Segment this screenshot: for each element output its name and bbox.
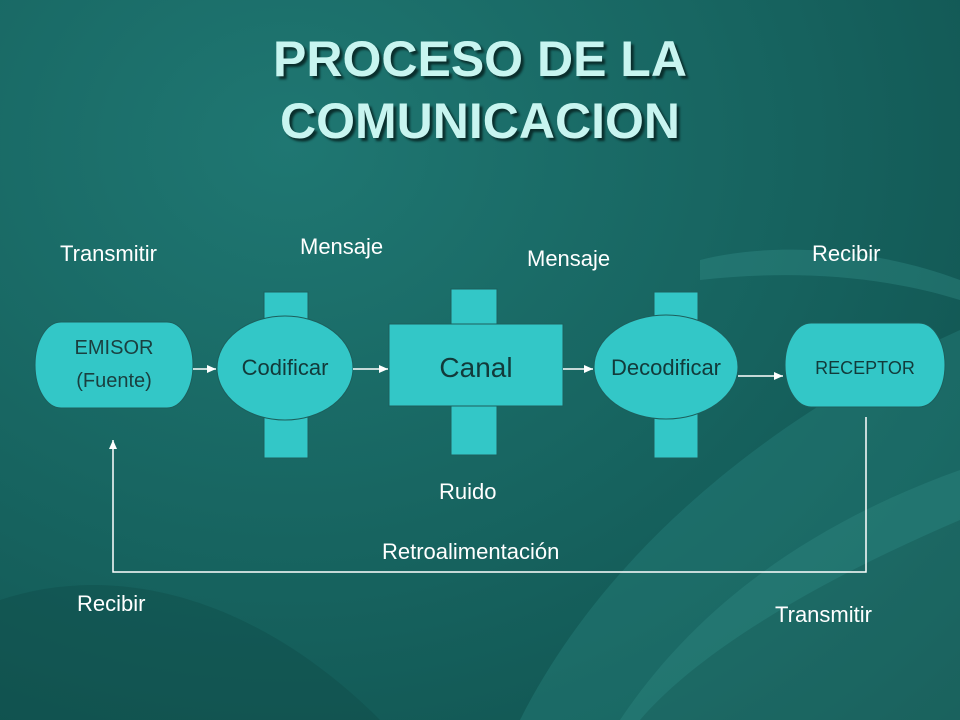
- transmitir-top-label: Transmitir: [60, 241, 157, 266]
- receptor-label: RECEPTOR: [815, 358, 915, 378]
- codificar-node: [216, 315, 354, 421]
- canal-node: [388, 323, 564, 407]
- emisor-label: EMISOR (Fuente): [35, 332, 193, 398]
- retroalimentacion-label: Retroalimentación: [382, 539, 560, 564]
- title-line-1: PROCESO DE LA: [273, 31, 687, 87]
- codificar-label: Codificar: [241, 355, 329, 380]
- canal-label: Canal: [439, 352, 513, 383]
- transmitir-bottom-label: Transmitir: [775, 602, 872, 627]
- recibir-bottom-label: Recibir: [77, 591, 146, 616]
- title-line-2: COMUNICACION: [280, 93, 680, 149]
- feedback-line: [109, 417, 867, 573]
- ruido-label: Ruido: [439, 479, 497, 504]
- mensaje-left-label: Mensaje: [300, 234, 384, 259]
- slide-title: PROCESO DE LA COMUNICACION: [0, 28, 960, 152]
- emisor-node: [34, 321, 194, 409]
- recibir-top-label: Recibir: [812, 241, 881, 266]
- mensaje-right-label: Mensaje: [527, 246, 611, 271]
- emisor-label-line-2: (Fuente): [76, 370, 152, 392]
- receptor-node: [784, 322, 946, 408]
- emisor-label-line-1: EMISOR: [74, 337, 154, 359]
- decodificar-label: Decodificar: [610, 355, 722, 380]
- decodificar-node: [593, 314, 739, 420]
